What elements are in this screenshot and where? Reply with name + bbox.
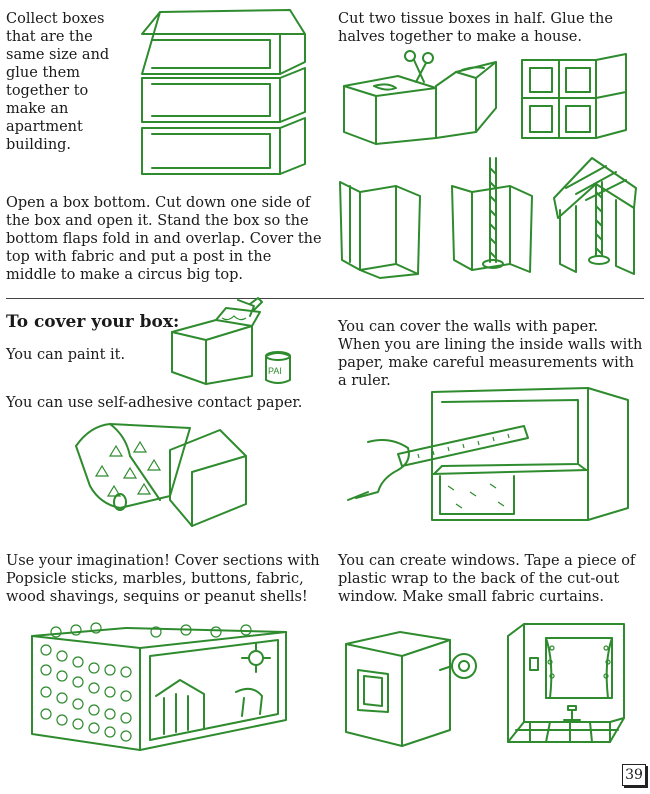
- paint-can-label: PAI: [268, 366, 282, 376]
- contact-paper-instructions: You can use self-adhesive contact paper.: [6, 395, 303, 411]
- circus-box-open-illustration: [330, 174, 430, 286]
- window-box-illustration: [340, 626, 490, 752]
- circus-instructions: Open a box bottom. Cut down one side of …: [6, 195, 322, 283]
- paint-instructions: You can paint it.: [6, 347, 126, 363]
- windows-instructions: You can create windows. Tape a piece of …: [338, 553, 636, 605]
- page-number: 39: [622, 764, 646, 786]
- ruler-measure-illustration: [338, 382, 638, 526]
- apartment-boxes-illustration: [130, 2, 330, 182]
- cover-heading: To cover your box:: [6, 312, 180, 332]
- circus-big-top-illustration: [546, 148, 646, 284]
- walls-instructions: You can cover the walls with paper. When…: [338, 319, 643, 389]
- tissue-boxes-cut-illustration: [336, 48, 506, 148]
- house-instructions: Cut two tissue boxes in half. Glue the h…: [338, 11, 613, 45]
- curtain-room-illustration: [500, 618, 636, 748]
- apartment-instructions: Collect boxes that are the same size and…: [6, 11, 110, 153]
- circus-post-illustration: [440, 152, 540, 284]
- decorated-box-illustration: [16, 610, 296, 758]
- paint-box-illustration: PAI: [166, 296, 316, 390]
- section-divider: [6, 298, 644, 299]
- contact-paper-illustration: [70, 416, 260, 534]
- tissue-box-house-illustration: [516, 50, 636, 146]
- imagination-instructions: Use your imagination! Cover sections wit…: [6, 553, 320, 605]
